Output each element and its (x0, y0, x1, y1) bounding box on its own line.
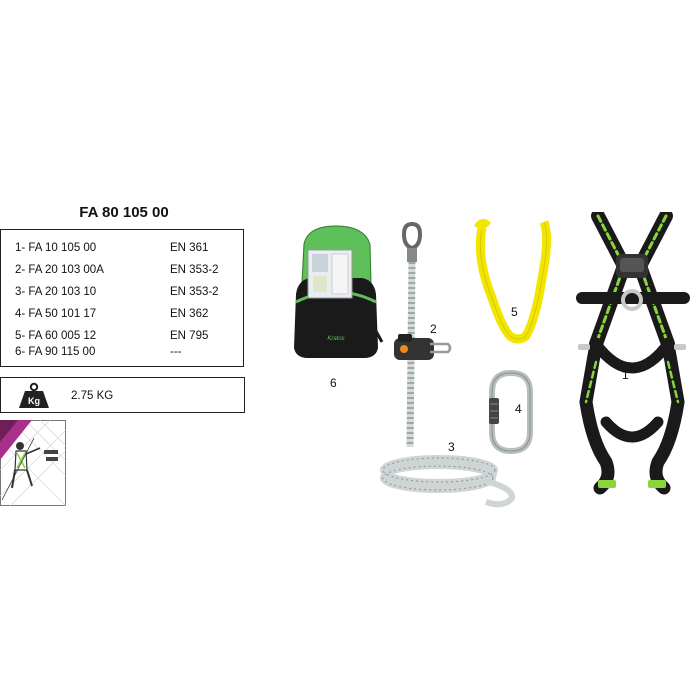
carabiner-icon (489, 370, 533, 454)
kg-weight-icon: Kg (19, 382, 49, 408)
svg-text:Kratos: Kratos (327, 336, 344, 342)
carabiner-label: 4 (515, 402, 522, 416)
part-standard: EN 353-2 (170, 286, 219, 298)
full-body-harness-icon (576, 212, 690, 495)
weight-value: 2.75 KG (71, 390, 114, 402)
part-standard: EN 362 (170, 308, 209, 320)
part-code: 5- FA 60 005 12 (15, 330, 97, 342)
usage-illustration-icon (0, 420, 66, 506)
rope-grab-label: 2 (430, 322, 437, 336)
parts-table: 1- FA 10 105 00 EN 361 2- FA 20 103 00A … (0, 229, 244, 367)
part-standard: --- (170, 346, 182, 358)
backpack-label: 6 (330, 376, 337, 390)
product-code-title: FA 80 105 00 (79, 204, 169, 221)
rope-label: 3 (448, 440, 455, 454)
part-standard: EN 361 (170, 242, 209, 254)
kg-icon-text: Kg (28, 396, 40, 406)
part-code: 3- FA 20 103 10 (15, 286, 97, 298)
anchor-sling-icon (473, 218, 552, 344)
backpack-icon: Kratos (294, 225, 384, 358)
part-standard: EN 795 (170, 330, 209, 342)
part-code: 4- FA 50 101 17 (15, 308, 97, 320)
sling-label: 5 (511, 305, 518, 319)
part-code: 2- FA 20 103 00A (15, 264, 104, 276)
part-code: 1- FA 10 105 00 (15, 242, 97, 254)
rope-with-rope-grab-icon (380, 222, 516, 508)
part-code: 6- FA 90 115 00 (15, 346, 96, 358)
weight-box: Kg 2.75 KG (0, 377, 245, 413)
harness-label: 1 (622, 368, 629, 382)
part-standard: EN 353-2 (170, 264, 219, 276)
